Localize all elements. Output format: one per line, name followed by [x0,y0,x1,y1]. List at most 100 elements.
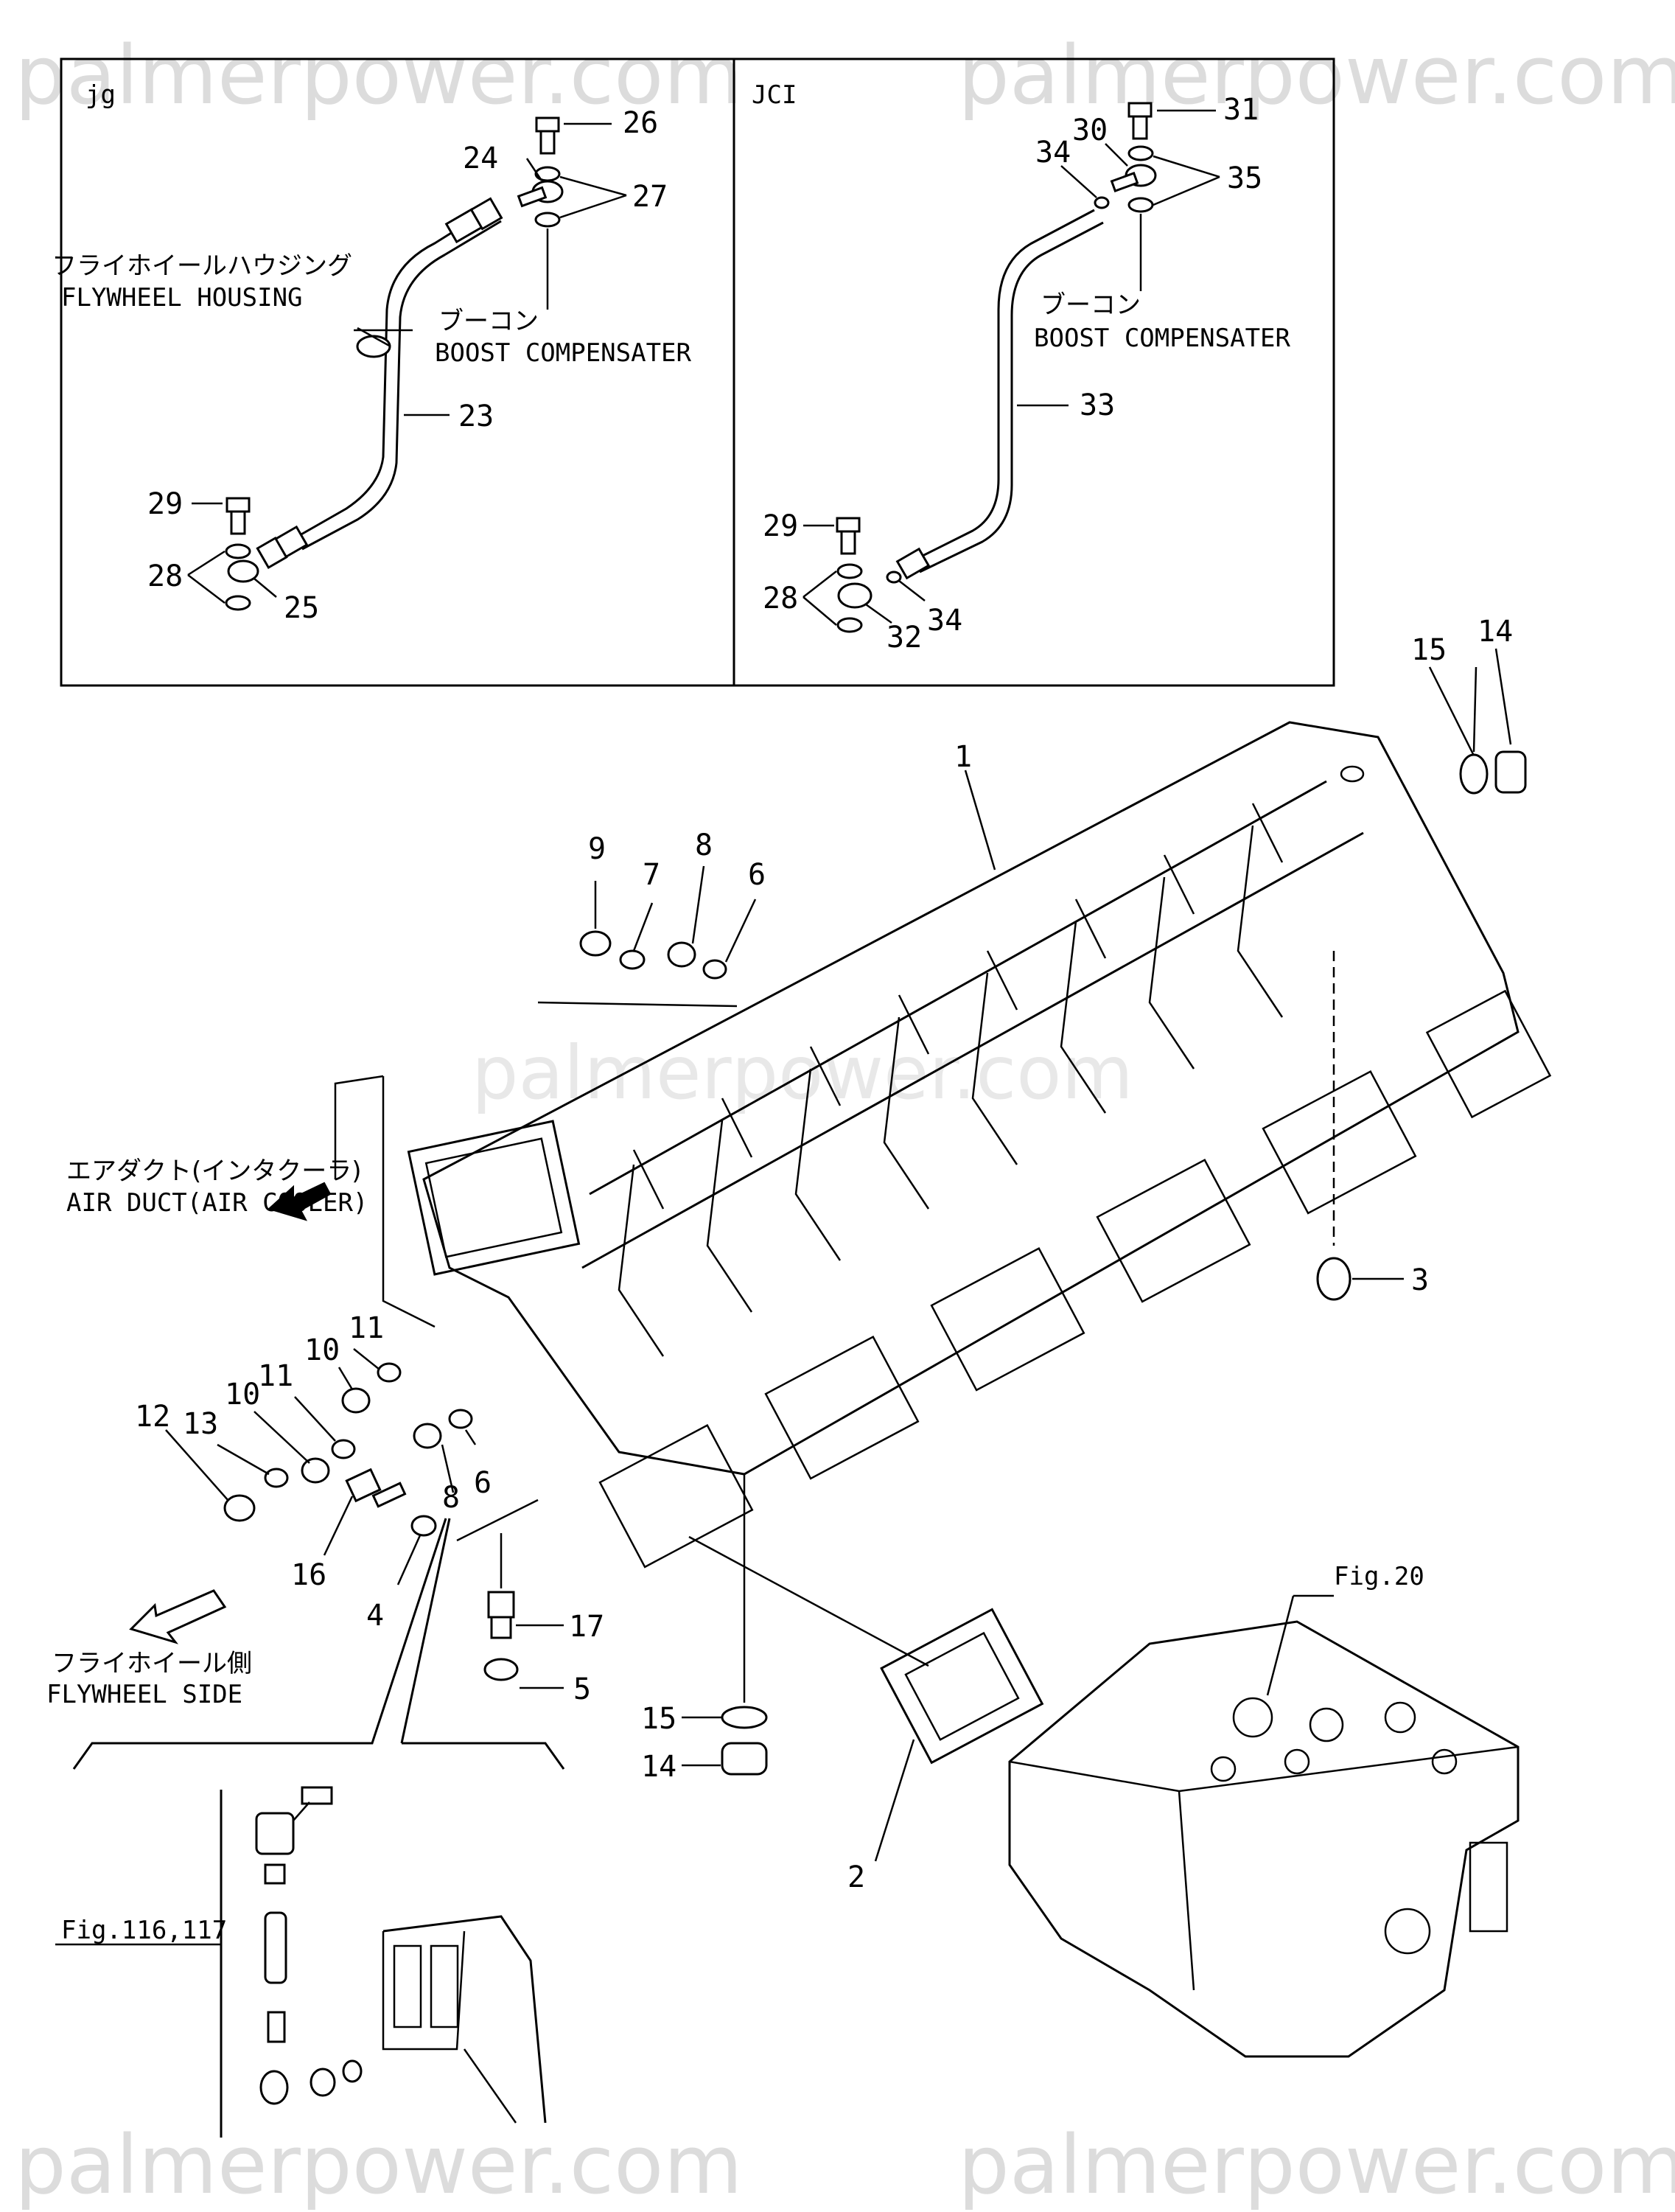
bolt-31 [1127,102,1153,140]
part-number-17: 17 [569,1610,604,1644]
washer-4 [410,1515,437,1537]
part-number-29-right: 29 [763,509,798,543]
flywheel-side-label-jp: フライホイール側 [52,1649,252,1678]
plug-14-top [1494,750,1527,794]
part-number-33: 33 [1080,388,1115,422]
bolt-29-left [225,497,251,535]
part-number-11-lower: 11 [258,1359,293,1393]
washer-27-bottom [534,212,561,228]
watermark-top-left: palmerpower.com [15,28,743,122]
bolt-29-right [836,517,861,555]
fig-116-117-reference: Fig.116,117 [61,1916,227,1945]
washer-15-top [1459,753,1489,795]
watermark-center: palmerpower.com [472,1030,1133,1116]
air-duct-arrow-icon [267,1182,332,1221]
plug-14-bottom [721,1742,768,1776]
part-number-27: 27 [632,180,668,214]
part-number-28-right: 28 [763,582,798,615]
part-number-10-upper: 10 [304,1333,340,1367]
clip-34-top [1094,196,1110,209]
part-number-8-lower: 8 [442,1481,460,1515]
plug-9 [579,930,612,957]
part-number-4: 4 [366,1599,384,1633]
part-number-35: 35 [1227,161,1262,195]
plug-10-upper [341,1387,371,1414]
washer-11-lower [331,1439,356,1459]
washer-28-bottom-right [836,617,863,633]
bottom-inset [55,1518,565,2138]
part-number-30: 30 [1072,114,1108,147]
clip-5 [483,1658,519,1681]
washer-35-bottom [1127,197,1154,213]
panel-title-jci: JCI [752,80,797,110]
panel-title-jg: jg [85,80,116,110]
eye-fitting-24-stem [517,186,548,208]
bolt-26 [535,116,560,155]
boost-compensater-label-jp-right: ブーコン [1041,290,1141,320]
washer-11-upper [377,1362,402,1383]
washer-35-top [1127,145,1154,161]
eye-fitting-32 [837,582,873,609]
part-number-8-top: 8 [695,828,713,862]
gasket-2 [880,1608,1044,1765]
flywheel-side-label-en: FLYWHEEL SIDE [46,1680,242,1709]
washer-28-top-left [225,543,251,559]
plug-10-lower [301,1457,330,1484]
part-number-9: 9 [588,832,606,866]
pipe-33-drawing [895,209,1104,580]
plug-12 [223,1494,256,1522]
part-number-5: 5 [573,1672,591,1706]
fig-20-reference: Fig.20 [1334,1562,1424,1591]
washer-13 [264,1468,289,1488]
washer-28-top-right [836,563,863,579]
part-number-15-top: 15 [1411,633,1447,667]
boost-compensater-label-jp-left: ブーコン [438,307,539,336]
washer-28-bottom-left [225,595,251,611]
washer-7 [619,949,646,970]
part-number-10-lower: 10 [225,1378,260,1412]
eye-fitting-30-stem [1110,172,1139,192]
pipe-23-drawing [256,197,503,570]
part-number-1: 1 [954,740,972,774]
boost-compensater-label-en-right: BOOST COMPENSATER [1034,324,1291,353]
part-number-15-bottom: 15 [641,1702,676,1736]
washer-6-top [702,959,727,980]
part-number-6-top: 6 [748,858,766,892]
part-number-34-top: 34 [1035,136,1071,170]
flywheel-housing-label-jp: フライホイールハウジング [52,251,352,281]
part-number-32: 32 [887,621,922,655]
washer-15-bottom [721,1706,768,1729]
part-number-13: 13 [183,1407,218,1441]
eye-fitting-25 [227,559,259,583]
sensor-17 [487,1591,515,1639]
bolt-16 [345,1468,407,1508]
watermark-bottom-left: palmerpower.com [15,2118,743,2212]
part-number-23: 23 [458,400,494,433]
part-number-12: 12 [135,1400,170,1434]
inset-frame [60,57,1335,687]
part-number-11-upper: 11 [349,1311,384,1345]
plug-8-lower [413,1423,442,1449]
part-number-34-bottom: 34 [927,604,962,638]
cylinder-head-drawing [1008,1620,1520,2058]
plug-8-top [667,941,696,968]
watermark-bottom-right: palmerpower.com [958,2118,1675,2212]
part-number-2: 2 [847,1860,865,1894]
part-number-14-top: 14 [1478,615,1513,649]
part-number-29-left: 29 [147,487,183,521]
air-duct-label-en: AIR DUCT(AIR COOLER) [66,1188,368,1218]
part-number-14-bottom: 14 [641,1750,676,1784]
part-number-31: 31 [1223,93,1259,127]
part-number-28-left: 28 [147,559,183,593]
part-number-3: 3 [1411,1263,1429,1297]
part-number-7: 7 [643,858,660,892]
leaders-main [165,648,1512,1862]
part-number-26: 26 [623,106,658,140]
flywheel-side-arrow-icon [129,1589,227,1644]
flywheel-housing-label-en: FLYWHEEL HOUSING [61,283,303,313]
washer-6-lower [448,1409,473,1429]
part-number-16: 16 [291,1558,326,1592]
air-duct-label-jp: エアダクト(インタクーラ) [66,1156,362,1186]
part-number-24: 24 [463,142,498,175]
